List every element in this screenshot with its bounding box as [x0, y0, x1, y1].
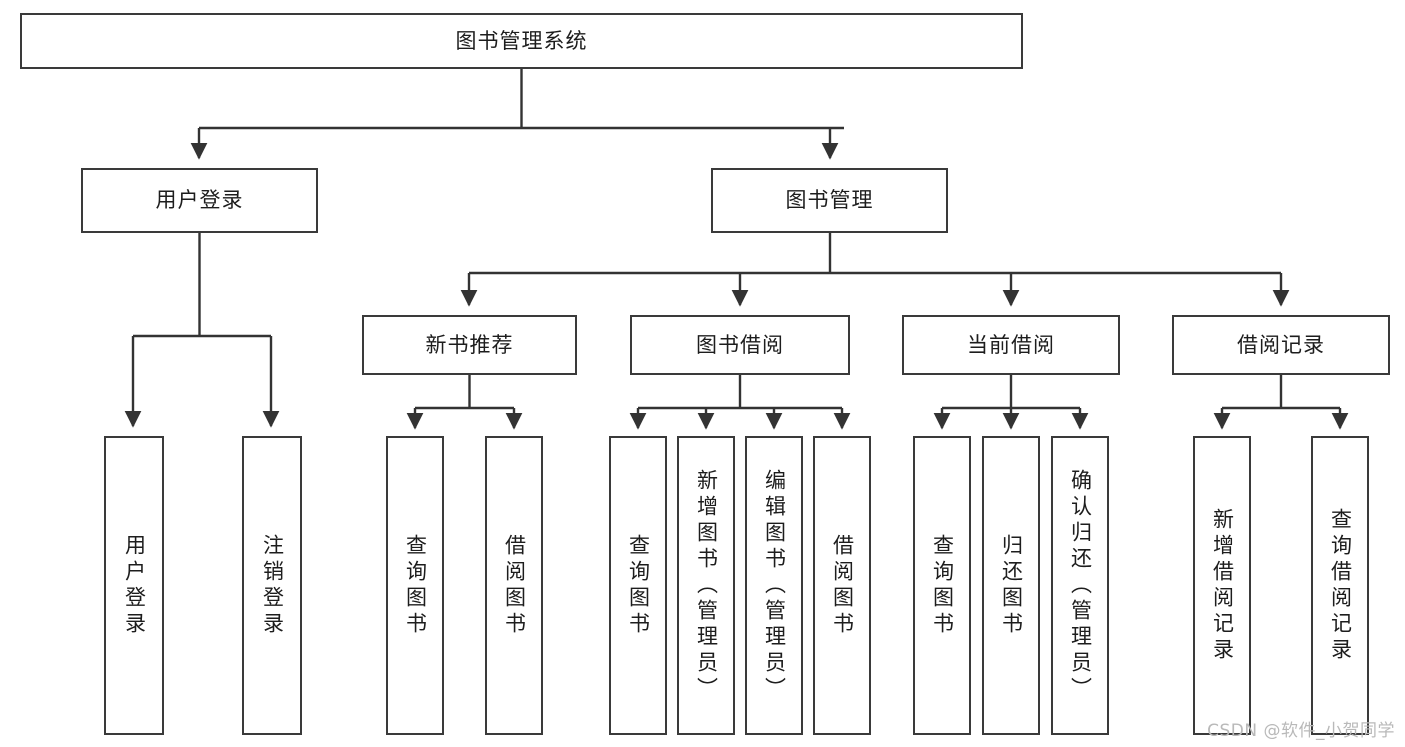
leaf-new-book-2[interactable]: 借阅图书 — [485, 436, 543, 735]
node-current-borrow[interactable]: 当前借阅 — [902, 315, 1120, 375]
leaf-book-borrow-3[interactable]: 编辑图书（管理员） — [745, 436, 803, 735]
node-user-login[interactable]: 用户登录 — [81, 168, 318, 233]
leaf-book-borrow-1-label: 查询图书 — [626, 533, 651, 638]
node-borrow-record[interactable]: 借阅记录 — [1172, 315, 1390, 375]
leaf-current-borrow-3[interactable]: 确认归还（管理员） — [1051, 436, 1109, 735]
leaf-current-borrow-2-label: 归还图书 — [999, 533, 1024, 638]
node-root[interactable]: 图书管理系统 — [20, 13, 1023, 69]
leaf-book-borrow-2-label: 新增图书（管理员） — [694, 468, 719, 703]
leaf-book-borrow-3-label: 编辑图书（管理员） — [762, 468, 787, 703]
leaf-current-borrow-1[interactable]: 查询图书 — [913, 436, 971, 735]
leaf-user-login-1[interactable]: 用户登录 — [104, 436, 164, 735]
node-current-borrow-label: 当前借阅 — [967, 332, 1055, 357]
node-root-label: 图书管理系统 — [455, 28, 588, 53]
node-new-book-recommend-label: 新书推荐 — [425, 332, 514, 357]
leaf-current-borrow-3-label: 确认归还（管理员） — [1068, 468, 1093, 703]
leaf-current-borrow-2[interactable]: 归还图书 — [982, 436, 1040, 735]
leaf-borrow-record-1-label: 新增借阅记录 — [1210, 507, 1235, 664]
node-book-borrow-label: 图书借阅 — [696, 332, 784, 357]
node-book-manage[interactable]: 图书管理 — [711, 168, 948, 233]
node-user-login-label: 用户登录 — [155, 188, 244, 213]
node-borrow-record-label: 借阅记录 — [1237, 332, 1325, 357]
leaf-new-book-1-label: 查询图书 — [403, 533, 428, 638]
leaf-book-borrow-4-label: 借阅图书 — [830, 533, 855, 638]
leaf-borrow-record-2[interactable]: 查询借阅记录 — [1311, 436, 1369, 735]
leaf-current-borrow-1-label: 查询图书 — [930, 533, 955, 638]
leaf-book-borrow-4[interactable]: 借阅图书 — [813, 436, 871, 735]
leaf-new-book-1[interactable]: 查询图书 — [386, 436, 444, 735]
leaf-borrow-record-1[interactable]: 新增借阅记录 — [1193, 436, 1251, 735]
leaf-borrow-record-2-label: 查询借阅记录 — [1328, 507, 1353, 664]
leaf-book-borrow-2[interactable]: 新增图书（管理员） — [677, 436, 735, 735]
node-book-manage-label: 图书管理 — [785, 188, 874, 213]
leaf-book-borrow-1[interactable]: 查询图书 — [609, 436, 667, 735]
node-new-book-recommend[interactable]: 新书推荐 — [362, 315, 577, 375]
leaf-user-login-2[interactable]: 注销登录 — [242, 436, 302, 735]
node-book-borrow[interactable]: 图书借阅 — [630, 315, 850, 375]
watermark-text: CSDN @软件_小贺同学 — [1207, 721, 1395, 741]
leaf-new-book-2-label: 借阅图书 — [502, 533, 527, 638]
leaf-user-login-2-label: 注销登录 — [260, 533, 285, 638]
leaf-user-login-1-label: 用户登录 — [122, 533, 147, 638]
